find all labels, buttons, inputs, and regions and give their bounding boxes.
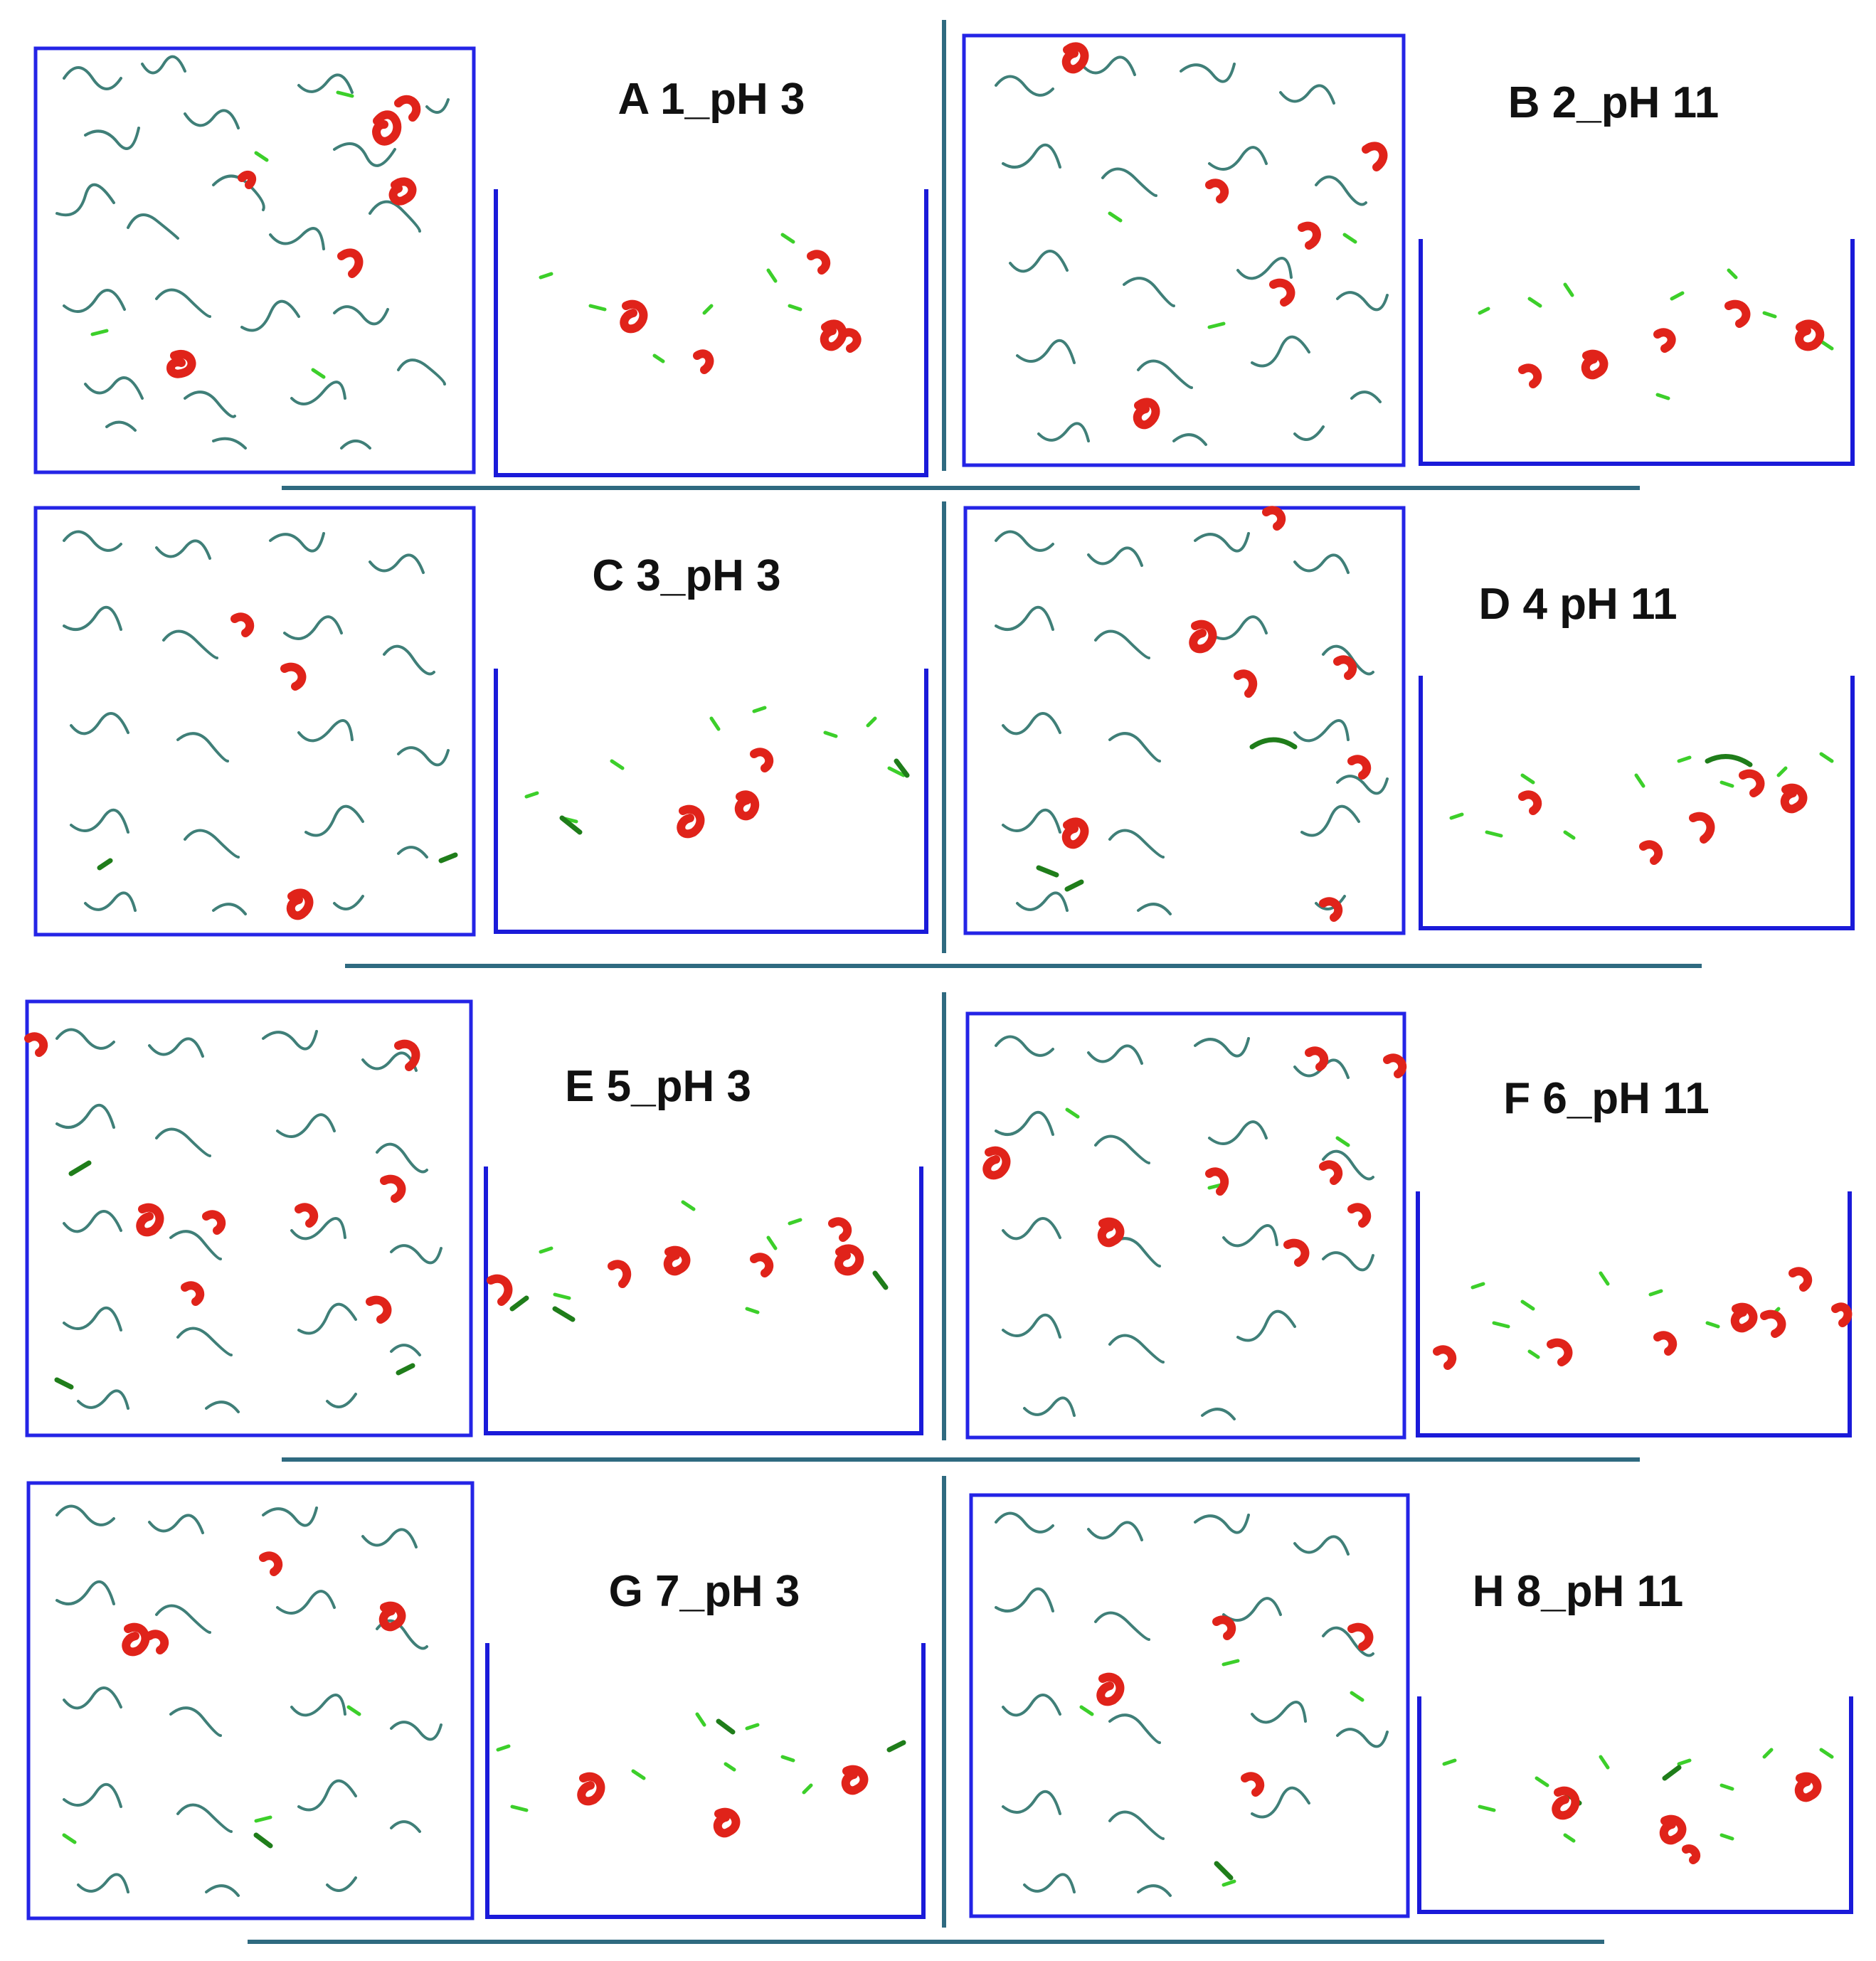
panel-h-label: H 8_pH 11 [1473,1567,1683,1616]
panel-h-side-view [1417,1696,1853,1914]
panel-e: E 5_pH 3 [24,999,923,1437]
panel-e-top-view [25,999,473,1437]
panel-f: F 6_pH 11 [965,1011,1853,1440]
separators [248,20,1702,1944]
panel-h-top-view [969,1493,1410,1918]
panel-g-label: G 7_pH 3 [609,1567,800,1616]
panel-a-top-view [33,46,476,474]
panel-c: C 3_pH 3 [33,506,928,937]
panel-b-top-view [962,33,1406,467]
panel-g: G 7_pH 3 [26,1481,926,1920]
panel-d-side-view [1419,676,1855,930]
panel-g-side-view [485,1643,926,1919]
panel-c-top-view [33,506,476,937]
panel-b-label: B 2_pH 11 [1508,78,1719,127]
panel-b-side-view [1419,239,1855,466]
panel-e-label: E 5_pH 3 [565,1062,751,1111]
panel-f-top-view [965,1011,1406,1440]
panel-f-label: F 6_pH 11 [1503,1074,1709,1123]
panel-h: H 8_pH 11 [969,1493,1853,1918]
panel-e-side-view [484,1166,923,1435]
panel-c-side-view [494,669,928,934]
panel-b: B 2_pH 11 [962,33,1855,467]
panel-a-label: A 1_pH 3 [618,75,805,124]
panel-f-side-view [1416,1191,1852,1437]
panel-d-label: D 4 pH 11 [1478,580,1677,629]
panel-a-side-view [494,189,928,477]
panel-c-label: C 3_pH 3 [592,551,780,600]
panel-a: A 1_pH 3 [33,46,928,477]
panel-g-top-view [26,1481,475,1920]
panel-d-top-view [963,506,1406,935]
panel-d: D 4 pH 11 [963,506,1855,935]
